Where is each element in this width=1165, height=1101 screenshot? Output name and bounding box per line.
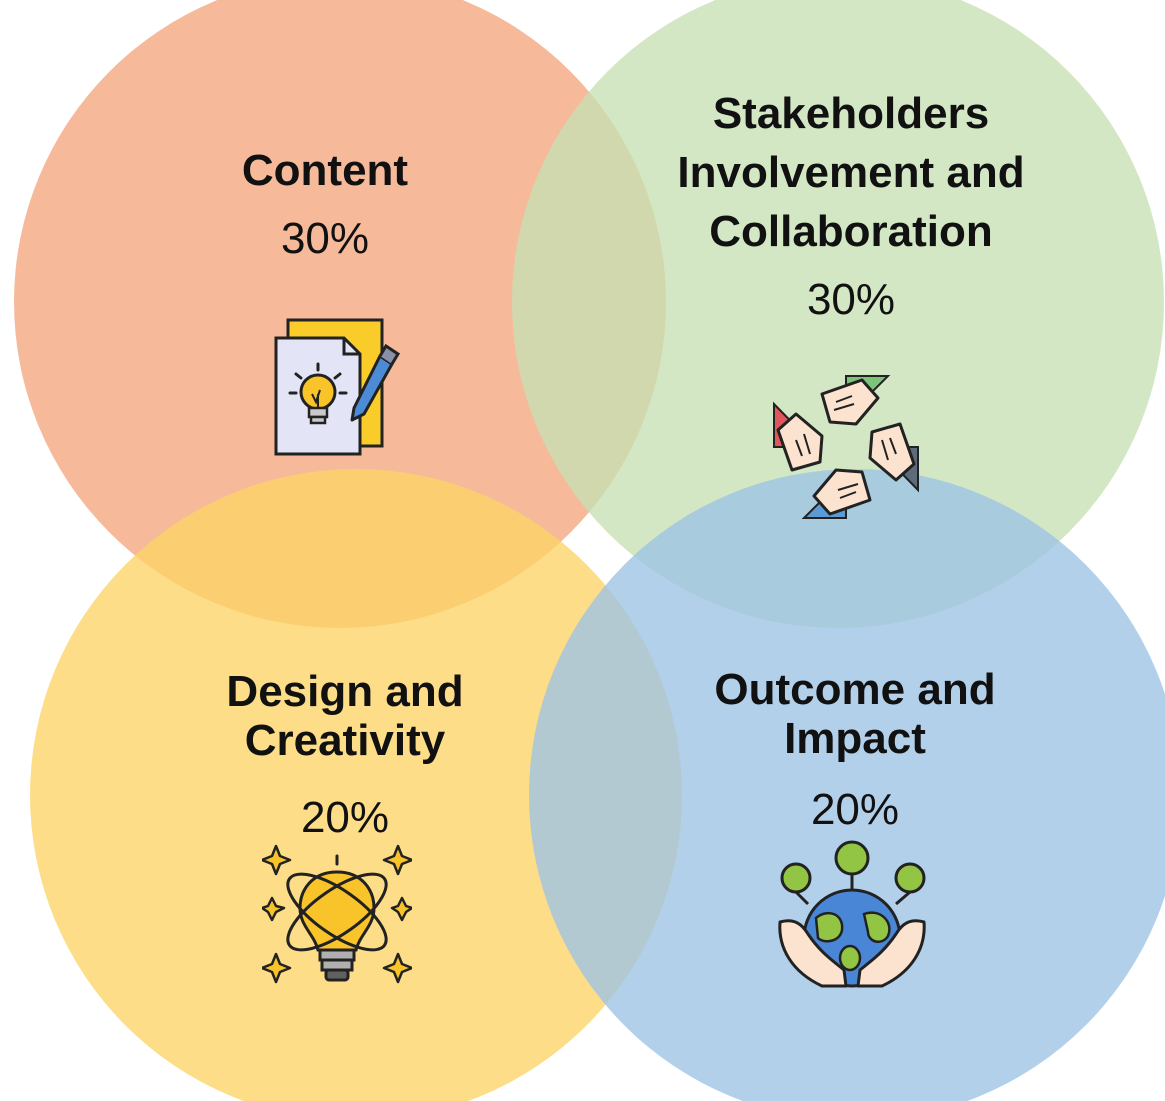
outcome-percent: 20% <box>810 784 900 834</box>
lightbulb-atom-icon <box>262 844 412 984</box>
outcome-label-group: Outcome and Impact 20% <box>655 665 1055 836</box>
design-percent: 20% <box>300 792 390 842</box>
design-title-line-2: Creativity <box>244 716 446 766</box>
stakeholders-title-line-3: Collaboration <box>709 206 993 256</box>
design-title-line-1: Design and <box>226 667 464 716</box>
circle-stakeholders <box>512 0 1164 628</box>
stakeholders-label-group: Stakeholders Involvement and Collaborati… <box>651 85 1051 327</box>
content-label-group: Content 30% <box>175 142 475 266</box>
outcome-title-line-1: Outcome and <box>714 665 996 714</box>
circle-content <box>14 0 666 628</box>
circle-outcome <box>529 469 1165 1101</box>
stakeholders-title-line-2: Involvement and <box>677 147 1025 197</box>
hands-teamwork-icon <box>773 375 919 519</box>
content-title: Content <box>241 146 409 195</box>
design-label-group: Design and Creativity 20% <box>175 667 515 844</box>
content-percent: 30% <box>280 213 370 263</box>
circle-design <box>30 469 682 1101</box>
stakeholders-title-line-1: Stakeholders <box>712 89 990 138</box>
idea-document-pencil-icon <box>274 318 401 456</box>
stakeholders-percent: 30% <box>806 274 896 324</box>
outcome-title-line-2: Impact <box>784 714 926 764</box>
earth-hands-plants-icon <box>778 840 926 988</box>
